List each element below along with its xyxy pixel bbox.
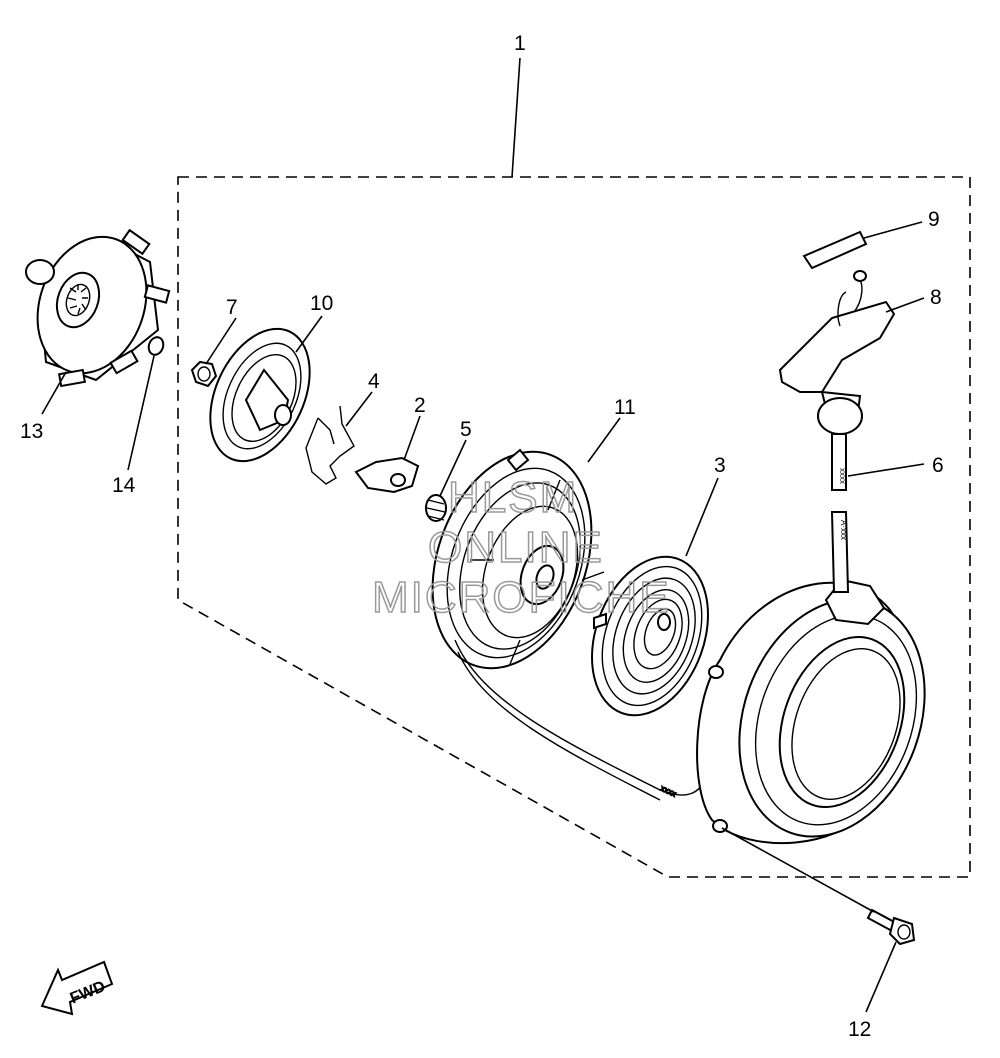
leader-2	[403, 415, 421, 461]
leader-5	[439, 439, 467, 497]
pawl-spring-part	[425, 494, 447, 522]
part-label-5: 5	[460, 418, 472, 441]
part-label-4: 4	[368, 370, 380, 393]
rope-mark-upper: xxxx	[838, 468, 847, 484]
part-label-10: 10	[310, 292, 333, 315]
part-labels: 1 9 8 6 7 10 4 2 5 11 3 13 14 12	[20, 32, 944, 1041]
fwd-direction-arrow: FWD	[40, 960, 114, 1016]
leader-14	[127, 355, 155, 471]
bolt-part	[866, 908, 916, 946]
watermark-line-3: MICROFICHE	[372, 573, 671, 622]
leader-lines	[41, 57, 925, 1013]
part-label-3: 3	[714, 454, 726, 477]
part-label-9: 9	[928, 208, 940, 231]
recoil-spring-part	[591, 555, 709, 717]
leader-9	[863, 221, 923, 239]
handle-cap-part	[802, 230, 868, 270]
watermark-line-1: HLSM	[448, 473, 578, 522]
part-label-7: 7	[226, 296, 238, 319]
rope-segment-part: xxxx A·xxx	[830, 433, 850, 593]
reel-part	[431, 448, 605, 670]
part-label-13: 13	[20, 420, 43, 443]
starter-case	[696, 578, 926, 845]
leader-10	[295, 315, 323, 353]
leader-7	[205, 317, 237, 365]
rope-mark-mid: xxxx	[659, 784, 677, 799]
drive-pulley-part	[25, 228, 171, 388]
leader-12	[865, 941, 897, 1013]
leader-bolt-axis	[721, 827, 875, 913]
spring-clip-part	[305, 405, 355, 485]
watermark: HLSM ONLINE MICROFICHE	[371, 472, 671, 623]
part-label-2: 2	[414, 394, 426, 417]
nut-part	[190, 360, 218, 388]
leader-1	[511, 57, 521, 178]
rope-mark-lower: A·xxx	[839, 520, 848, 540]
leader-3	[685, 477, 719, 557]
friction-plate-part	[209, 327, 311, 463]
leader-13	[41, 371, 67, 415]
starter-rope-edge	[457, 651, 661, 801]
starter-handle-part	[778, 270, 896, 435]
starter-rope	[454, 639, 706, 796]
part-label-1: 1	[514, 32, 526, 55]
leader-6	[847, 463, 925, 477]
leader-8	[885, 297, 925, 313]
pawl-part	[354, 456, 420, 494]
assembly-boundary	[177, 176, 971, 878]
part-label-8: 8	[930, 286, 942, 309]
o-ring-part	[147, 336, 165, 356]
leader-4	[345, 391, 373, 427]
part-label-11: 11	[614, 396, 636, 419]
part-label-14: 14	[112, 474, 136, 497]
part-label-6: 6	[932, 454, 944, 477]
leader-11	[587, 417, 621, 463]
watermark-line-2: ONLINE	[428, 523, 604, 572]
part-label-12: 12	[848, 1018, 871, 1041]
